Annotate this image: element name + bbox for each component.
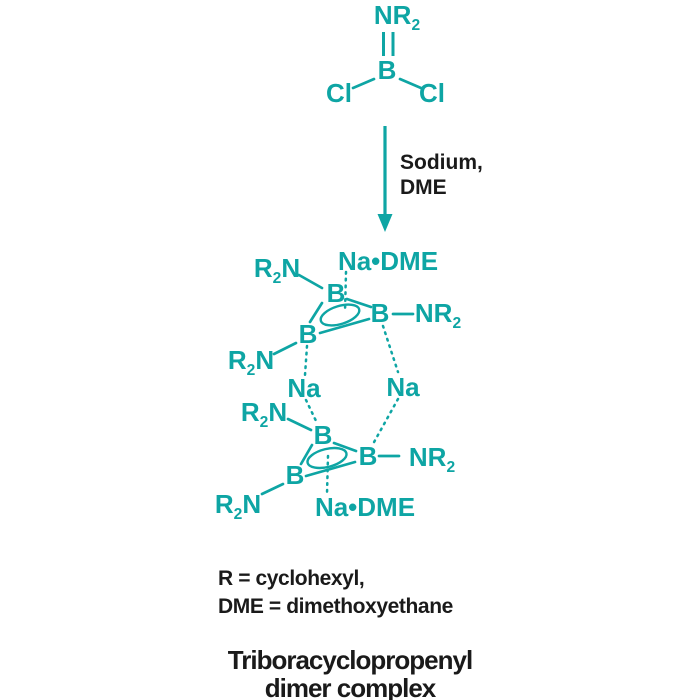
ring1-nadme-dotted: [343, 270, 348, 314]
reaction-arrow: [377, 126, 393, 232]
ring1-bonds: [272, 270, 415, 377]
ring1-delocalization-ellipse: [319, 303, 361, 327]
ring1-boron-right-label: B: [370, 298, 390, 328]
amino-text: N: [242, 489, 262, 519]
amino-text: R: [240, 397, 260, 427]
amino-subscript: 2: [246, 362, 256, 380]
ring2-bonds: [260, 417, 401, 496]
ring2-amino-topleft-label: R2N: [240, 397, 288, 430]
ring1-bleft-n-bond: [272, 341, 298, 356]
reactant-bonds: [351, 32, 423, 90]
chloride-left-label: Cl: [326, 78, 352, 108]
amino-text: NR: [408, 442, 447, 472]
legend-line1: R = cyclohexyl,: [218, 567, 365, 590]
amino-text: NR: [414, 298, 453, 328]
amino-subscript: 2: [452, 315, 462, 333]
reactant-boron-label: B: [377, 55, 397, 85]
amino-subscript: 2: [272, 270, 282, 288]
ring2-boron-top-label: B: [313, 420, 333, 450]
arrow-condition-line1: Sodium,: [400, 151, 483, 174]
ring2-amino-botleft-label: R2N: [214, 489, 262, 522]
amino-subscript: 2: [259, 414, 269, 432]
naright-ring2-dotted: [371, 397, 400, 446]
ring1-amino-botleft-label: R2N: [227, 345, 275, 378]
ring2-bond-bottom: [304, 460, 357, 478]
arrow-condition-line2: DME: [400, 176, 447, 199]
ring2-bleft-n-bond: [260, 482, 285, 496]
amino-text: R: [253, 253, 273, 283]
sodium-right-label: Na: [386, 372, 420, 402]
amino-text: N: [255, 345, 275, 375]
ring1-boron-top-label: B: [326, 278, 346, 308]
chloride-right-label: Cl: [419, 78, 445, 108]
ring1-bond-bottom: [318, 317, 371, 335]
ring2-amino-right-label: NR2: [408, 442, 455, 475]
b-cl-right-bond: [398, 77, 423, 90]
reactant-amine-label: NR2: [373, 0, 420, 33]
ring2-bond-left: [299, 443, 314, 466]
arrow-head-icon: [377, 214, 393, 232]
caption-line2: dimer complex: [264, 673, 437, 700]
amino-subscript: 2: [233, 506, 243, 524]
amino-text: R: [227, 345, 247, 375]
ring2-n-btop-bond: [286, 417, 313, 432]
ring1-boron-left-label: B: [298, 319, 318, 349]
amine-subscript: 2: [411, 17, 421, 35]
ring2-nadme-dotted: [325, 454, 330, 496]
ring1-n-btop-bond: [297, 273, 324, 290]
ring1-naleft-dotted: [303, 344, 309, 377]
amino-subscript: 2: [446, 459, 456, 477]
ring2-boron-right-label: B: [358, 441, 378, 471]
ring1-nadme-label: Na•DME: [337, 246, 439, 276]
amino-text: R: [214, 489, 234, 519]
ring1-amino-right-label: NR2: [414, 298, 461, 331]
amino-text: N: [268, 397, 288, 427]
b-cl-left-bond: [351, 77, 376, 90]
amine-text: NR: [373, 0, 412, 30]
ring2-boron-left-label: B: [285, 460, 305, 490]
sodium-left-label: Na: [287, 373, 321, 403]
ring2-delocalization-ellipse: [306, 446, 348, 470]
ring1-bond-left: [308, 301, 324, 324]
ring1-amino-topleft-label: R2N: [253, 253, 301, 286]
ring1-bond-top-right: [345, 297, 373, 309]
legend-line2: DME = dimethoxyethane: [218, 595, 453, 618]
sodium-bridge-bonds: [304, 397, 400, 446]
ring1-naright-dotted: [381, 324, 400, 374]
caption-line1: Triboracyclopropenyl: [227, 645, 473, 675]
ring2-nadme-label: Na•DME: [314, 492, 416, 522]
naleft-ring2-dotted: [304, 398, 319, 425]
amino-text: N: [281, 253, 301, 283]
ring2-bond-top-right: [332, 441, 358, 453]
